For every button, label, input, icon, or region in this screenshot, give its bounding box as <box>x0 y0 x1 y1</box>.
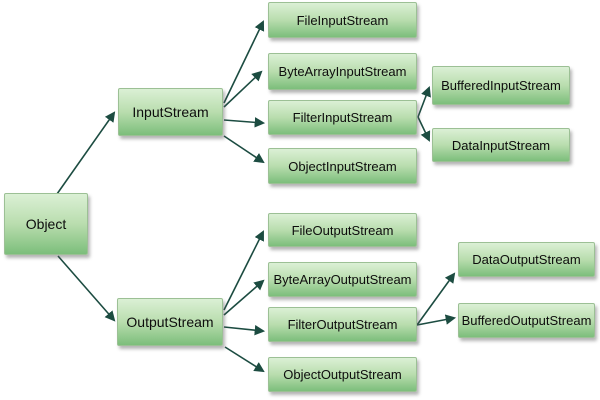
arrow-inputstream-to-bytearrayinputstream <box>223 70 263 108</box>
arrow-outputstream-to-bytearrayoutputstream <box>223 279 265 316</box>
node-filterinputstream: FilterInputStream <box>268 100 417 135</box>
node-bufferedoutputstream: BufferedOutputStream <box>458 303 595 338</box>
node-bufferedinputstream: BufferedInputStream <box>432 66 570 105</box>
arrow-filteroutputstream-to-dataoutputstream <box>416 272 456 326</box>
node-inputstream: InputStream <box>118 88 223 136</box>
node-object: Object <box>4 193 88 255</box>
arrow-inputstream-to-filterinputstream <box>223 117 266 128</box>
arrow-object-to-outputstream <box>57 255 116 322</box>
node-objectoutputstream: ObjectOutputStream <box>268 357 417 392</box>
node-fileinputstream: FileInputStream <box>268 2 417 38</box>
arrow-filteroutputstream-to-bufferedoutputstream <box>416 314 457 326</box>
node-bytearrayinputstream: ByteArrayInputStream <box>268 53 417 90</box>
node-filteroutputstream: FilterOutputStream <box>268 307 417 342</box>
arrow-filterinputstream-to-bufferedinputstream <box>417 86 431 118</box>
node-datainputstream: DataInputStream <box>432 128 570 162</box>
arrow-filterinputstream-to-datainputstream <box>417 116 431 142</box>
arrow-inputstream-to-fileinputstream <box>223 20 265 104</box>
arrow-outputstream-to-objectoutputstream <box>224 346 265 373</box>
node-fileoutputstream: FileOutputStream <box>268 213 417 247</box>
node-outputstream: OutputStream <box>117 298 223 346</box>
arrow-object-to-inputstream <box>56 111 116 195</box>
node-objectinputstream: ObjectInputStream <box>268 148 417 184</box>
node-bytearrayoutputstream: ByteArrayOutputStream <box>268 262 417 297</box>
node-dataoutputstream: DataOutputStream <box>458 242 595 277</box>
arrow-outputstream-to-filteroutputstream <box>223 324 266 336</box>
arrow-outputstream-to-fileoutputstream <box>223 230 264 311</box>
arrow-inputstream-to-objectinputstream <box>223 135 265 164</box>
